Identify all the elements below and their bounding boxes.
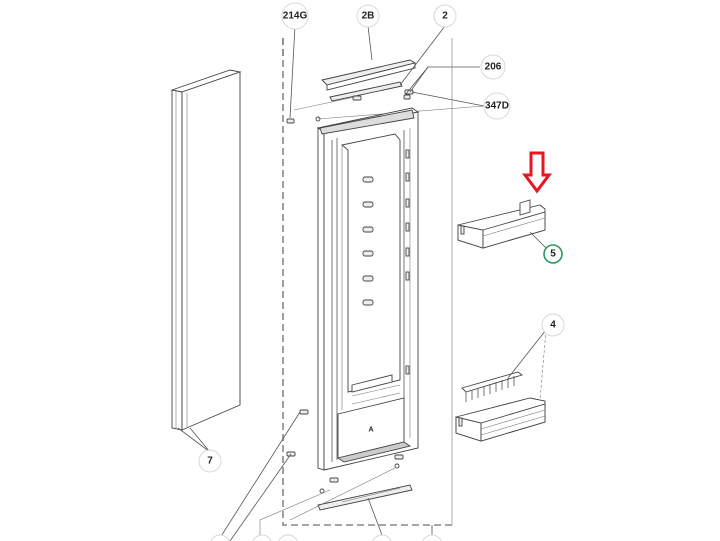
callout-5-highlighted[interactable]: 5 [543, 244, 563, 264]
assembly-frame [282, 38, 452, 526]
leader-bottom-left-2 [229, 453, 292, 541]
part-4-door-bin [455, 397, 546, 442]
leader-bottom-left-3 [289, 467, 396, 521]
leader-2B [367, 25, 373, 61]
svg-text:5: 5 [550, 249, 556, 260]
part-door-liner: A [316, 107, 420, 471]
part-7-door-panel [170, 69, 242, 431]
leader-7a [177, 427, 211, 453]
svg-text:347D: 347D [485, 101, 509, 112]
callout-7[interactable]: 7 [198, 449, 222, 473]
leader-7b [189, 427, 211, 453]
svg-text:214G: 214G [283, 11, 308, 22]
part-2-hinge-bracket [329, 81, 403, 102]
svg-text:2B: 2B [362, 11, 375, 22]
leader-4a [507, 329, 547, 379]
svg-text:2: 2 [442, 11, 448, 22]
leader-206b [404, 66, 429, 96]
leader-206 [409, 66, 480, 93]
leader-4b [539, 329, 547, 401]
leader-5 [529, 231, 549, 251]
leader-screw-top [293, 96, 356, 111]
leader-bottom-left-1 [217, 411, 301, 541]
part-2B-hinge-cover [321, 59, 417, 91]
callout-206[interactable]: 206 [480, 54, 506, 80]
callout-2B[interactable]: 2B [356, 4, 380, 28]
callout-214G[interactable]: 214G [281, 2, 309, 30]
leader-bottom-left-4 [259, 489, 331, 541]
leader-347D [411, 91, 485, 107]
part-5-door-bin [457, 199, 546, 249]
part-4-bottle-rack [461, 371, 523, 402]
leader-214G [289, 25, 296, 119]
callout-4[interactable]: 4 [541, 313, 565, 337]
leader-bottom-hinge [367, 497, 383, 536]
down-arrow-icon [522, 151, 552, 194]
svg-text:A: A [368, 427, 373, 434]
leader-2 [399, 25, 446, 86]
callout-2[interactable]: 2 [433, 4, 457, 28]
svg-text:4: 4 [550, 320, 556, 331]
svg-text:206: 206 [485, 62, 502, 73]
callout-347D[interactable]: 347D [483, 92, 511, 120]
part-bottom-hinge [317, 484, 413, 511]
callout-bottom-partial [210, 534, 442, 541]
svg-text:7: 7 [207, 456, 213, 467]
